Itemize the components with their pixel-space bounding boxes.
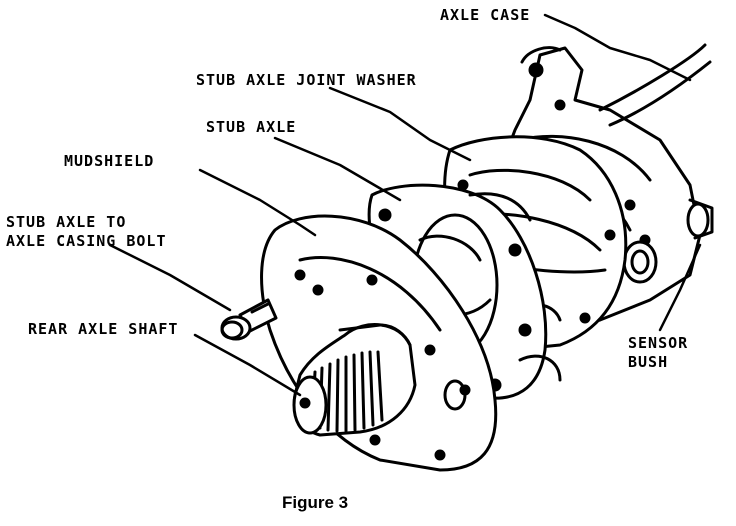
label-sensor-line2: BUSH (628, 353, 669, 371)
label-joint-washer: STUB AXLE JOINT WASHER (196, 71, 417, 89)
rear-axle-shaft (292, 323, 417, 437)
label-stub-axle: STUB AXLE (206, 118, 297, 136)
label-bolt-line1: STUB AXLE TO (6, 213, 127, 231)
figure-caption: Figure 3 (282, 493, 349, 512)
label-mudshield: MUDSHIELD (64, 152, 155, 170)
label-rear-axle-shaft: REAR AXLE SHAFT (28, 320, 179, 338)
leader-lines (108, 13, 702, 397)
label-axle-case: AXLE CASE (440, 6, 531, 24)
casing-bolt (220, 298, 278, 341)
label-bolt-line2: AXLE CASING BOLT (6, 232, 167, 250)
label-sensor-line1: SENSOR (628, 334, 689, 352)
